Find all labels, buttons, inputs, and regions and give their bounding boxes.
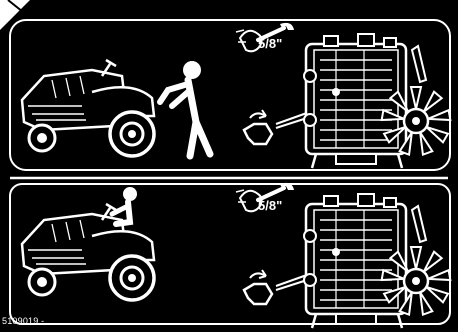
- wrench-size-label: 5/8": [258, 36, 282, 51]
- bottom-panel: 5/8": [10, 183, 450, 328]
- wrench-size-label: 5/8": [258, 198, 282, 213]
- part-number: 5109019 -: [2, 316, 44, 326]
- top-panel: 5/8": [10, 20, 450, 170]
